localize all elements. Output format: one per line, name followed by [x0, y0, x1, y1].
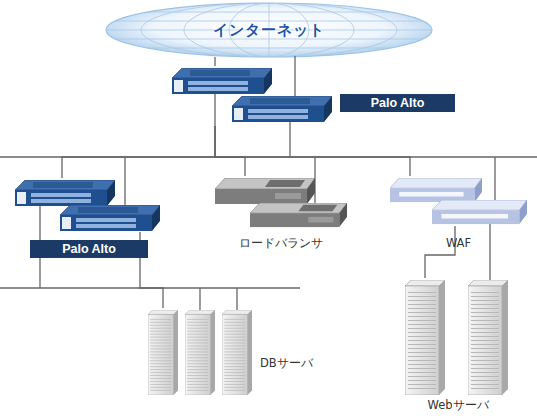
server-tower [185, 310, 215, 395]
firewall-device [172, 68, 272, 94]
firewall-pair: Palo Alto [15, 178, 162, 232]
server-label: Webサーバ [403, 398, 513, 412]
device-label: Palo Alto [30, 240, 148, 258]
globe-grid [100, 0, 440, 60]
network-wire [236, 288, 237, 311]
load-balancer-pair: ロードバランサ [215, 176, 347, 228]
firewall-device [15, 180, 115, 206]
network-wire [289, 122, 290, 157]
device-label: ロードバランサ [215, 236, 347, 250]
network-wire [294, 56, 295, 97]
network-wire [124, 157, 125, 206]
server-tower [468, 280, 508, 395]
server-group: Webサーバ [403, 278, 513, 396]
waf-device [390, 178, 482, 202]
waf-pair: WAF [390, 176, 527, 226]
server-label: DBサーバ [260, 356, 313, 370]
network-link [425, 226, 455, 278]
internet-cloud: インターネット [106, 3, 432, 57]
network-link [215, 126, 410, 176]
network-bus [0, 287, 300, 288]
network-wire [494, 157, 495, 201]
network-bus [0, 156, 537, 157]
network-link [62, 126, 215, 178]
globe-grid [100, 39, 440, 40]
firewall-device [232, 96, 332, 122]
firewall-device [60, 205, 160, 231]
network-link [215, 126, 245, 176]
server-tower [222, 310, 252, 395]
server-tower [148, 310, 178, 395]
network-wires [0, 56, 537, 311]
waf-device [432, 200, 527, 224]
load-balancer-device [215, 178, 315, 204]
globe-grid [100, 12, 440, 13]
device-label: WAF [390, 236, 527, 250]
cloud-label: インターネット [213, 21, 325, 40]
network-wire [489, 224, 490, 281]
server-group: DBサーバ [145, 308, 255, 398]
globe-grid [100, 48, 440, 49]
network-wire [199, 288, 200, 311]
network-link [214, 57, 215, 66]
device-label: Palo Alto [340, 94, 455, 112]
server-tower [405, 280, 445, 395]
load-balancer-device [250, 203, 347, 227]
network-wire [214, 94, 215, 127]
firewall-pair: Palo Alto [172, 66, 332, 126]
